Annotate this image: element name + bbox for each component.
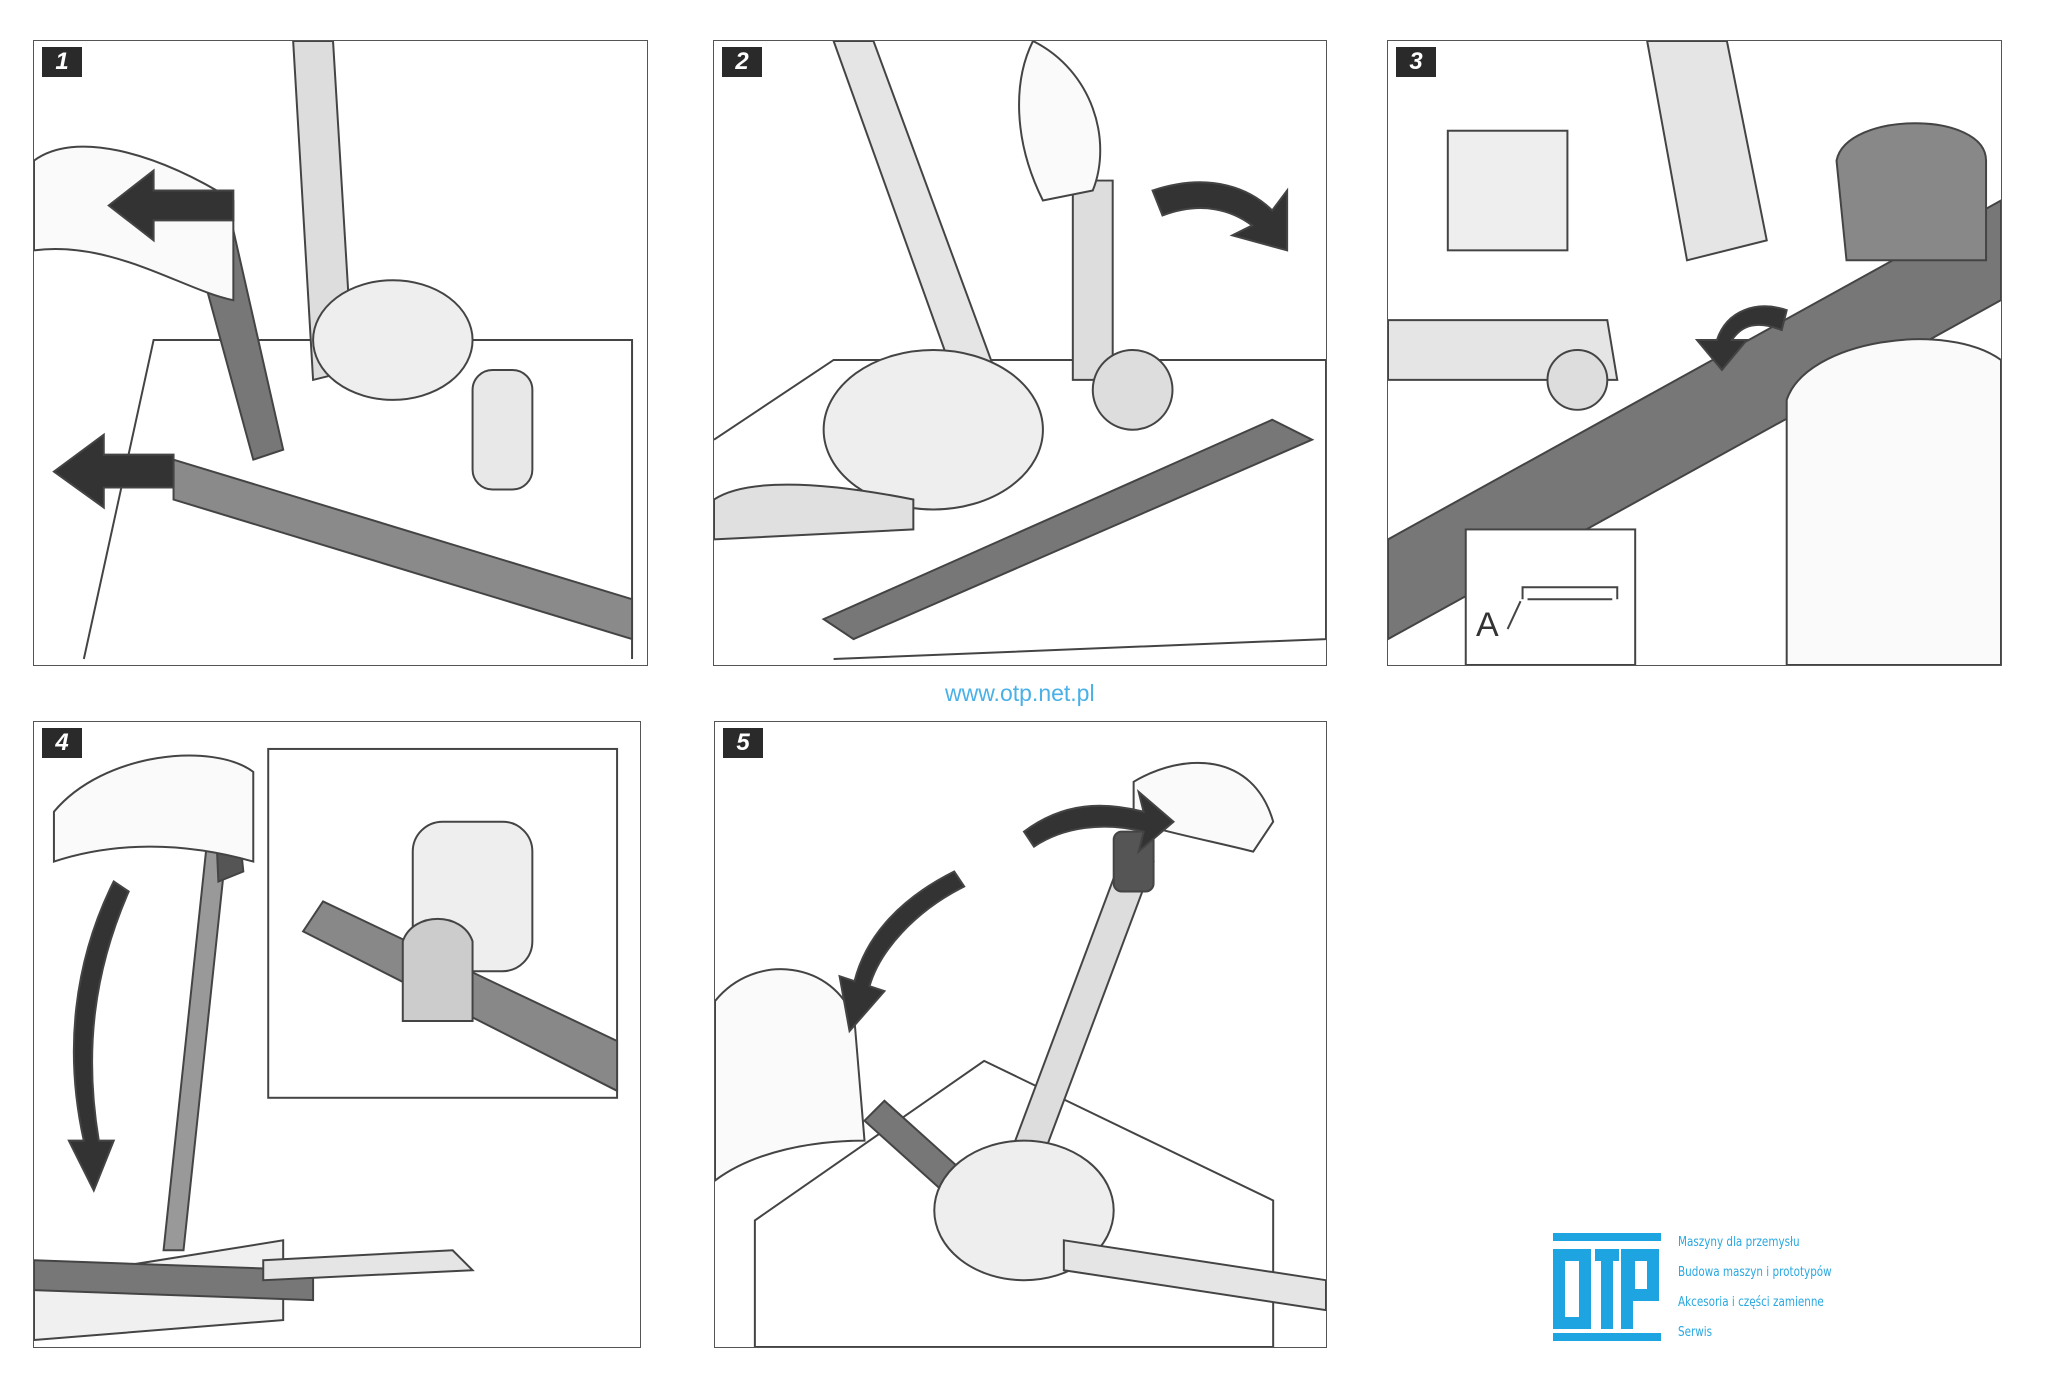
tagline: Maszyny dla przemysłu [1678, 1235, 1800, 1250]
step-number-badge: 4 [42, 728, 82, 758]
tagline: Budowa maszyn i prototypów [1678, 1265, 1832, 1280]
step-2-panel: 2 [713, 40, 1327, 666]
step-number-badge: 5 [723, 728, 763, 758]
step-1-panel: 1 [33, 40, 648, 666]
arrow-curved-down-icon [67, 880, 130, 1193]
step-2-illustration [714, 41, 1326, 660]
arrow-left-icon [107, 168, 235, 243]
arrow-curved-right-icon [1022, 789, 1176, 855]
step-5-panel: 5 [714, 721, 1327, 1348]
step-4-illustration [34, 747, 619, 1341]
otp-logo [1553, 1233, 1661, 1341]
arrow-curved-left-icon [838, 870, 966, 1034]
step-1-illustration [34, 41, 634, 660]
tagline: Serwis [1678, 1325, 1713, 1340]
inset-label: A [1476, 606, 1499, 644]
arrow-curved-right-icon [1151, 181, 1289, 252]
arrow-curved-left-icon [1694, 305, 1788, 372]
step-5-illustration [715, 761, 1326, 1347]
step-3-illustration [1388, 41, 2001, 665]
inset-detail [1464, 528, 1637, 665]
company-taglines: Maszyny dla przemysłu Budowa maszyn i pr… [1678, 1234, 1832, 1354]
website-url[interactable]: www.otp.net.pl [945, 680, 1095, 706]
tagline: Akcesoria i części zamienne [1678, 1295, 1824, 1310]
step-number-badge: 2 [722, 47, 762, 77]
step-4-panel: 4 [33, 721, 641, 1348]
step-3-panel: 3 A [1387, 40, 2002, 666]
step-number-badge: 1 [42, 47, 82, 77]
arrow-left-icon [52, 432, 175, 510]
step-number-badge: 3 [1396, 47, 1436, 77]
